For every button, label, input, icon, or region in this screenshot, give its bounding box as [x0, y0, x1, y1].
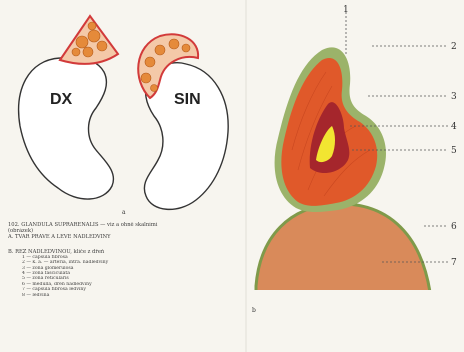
label-2: 2 [451, 42, 457, 52]
faded-area [250, 290, 450, 352]
label-1: 1 [343, 5, 349, 15]
label-5: 5 [451, 146, 457, 156]
kidney-left-label: SIN [174, 91, 201, 108]
label-7: 7 [451, 258, 457, 268]
figure-a: DX SIN a [19, 16, 229, 216]
figure-b-letter: b [252, 307, 256, 314]
kidney-right-label: DX [50, 91, 73, 108]
kidney-right-outline [19, 57, 114, 199]
legend-list: 1 — capsula fibrosa 2 — k. a. — arteria,… [22, 255, 236, 298]
figure-b: 1 2 3 4 5 6 7 b [250, 5, 457, 352]
label-3: 3 [451, 92, 457, 102]
label-4: 4 [451, 122, 457, 132]
label-6: 6 [451, 222, 457, 232]
figure-a-letter: a [122, 209, 126, 216]
legend-item: 8 — ledvina [22, 293, 236, 298]
kidney-section [256, 204, 430, 300]
caption-block: 102. GLANDULA SUPRARENALIS — viz a ohně … [8, 222, 236, 298]
